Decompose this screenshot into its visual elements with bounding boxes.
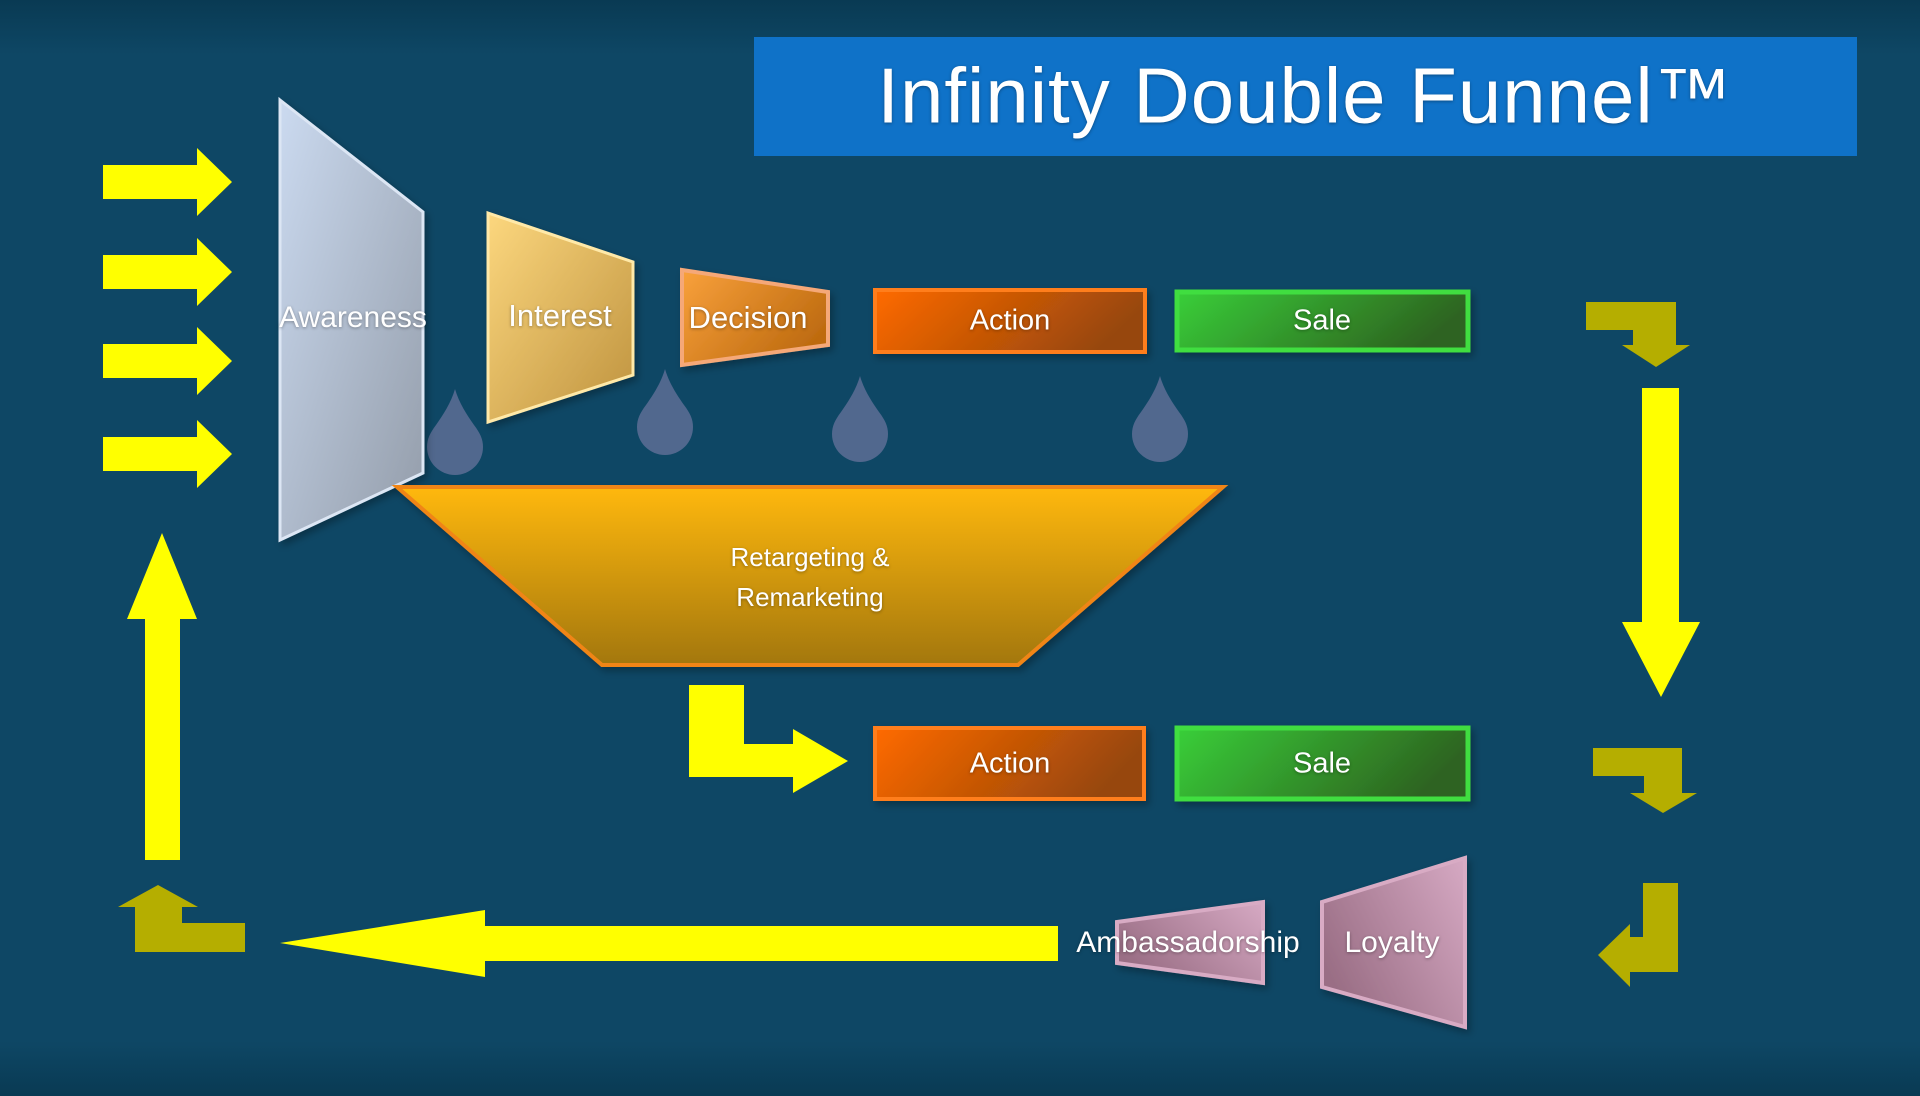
retarget-to-action-arrow-icon: [689, 685, 848, 793]
sale-stage-2-shape: [1174, 725, 1471, 802]
sale-stage-1-shape: [1174, 289, 1471, 353]
inbound-arrow-icon-1: [103, 148, 232, 216]
return-bend-up-arrow-icon-bottom-left: [118, 885, 245, 952]
ambassadorship-shape: [1115, 899, 1265, 986]
retargeting-shape: [391, 485, 1229, 667]
loop-bend-left-arrow-icon-bottom-right: [1598, 883, 1678, 987]
loop-down-arrow-icon-right: [1622, 388, 1700, 697]
inbound-arrow-icon-3: [103, 327, 232, 395]
awareness-shape: [278, 96, 425, 543]
decision-shape: [680, 267, 830, 368]
inbound-arrow-icon-2: [103, 238, 232, 306]
leak-droplet-icon-4: [1132, 376, 1188, 462]
interest-shape: [486, 210, 635, 425]
loyalty-shape: [1320, 855, 1467, 1030]
return-left-arrow-icon: [280, 910, 1058, 977]
return-up-arrow-icon-left: [127, 533, 197, 860]
action-stage-2-shape: [873, 726, 1146, 801]
loop-bend-down-arrow-icon-mid-right: [1593, 748, 1697, 813]
loop-bend-down-arrow-icon-top-right: [1586, 302, 1690, 367]
leak-droplets-group: [427, 369, 1188, 475]
inbound-arrows-group: [103, 148, 232, 488]
leak-droplet-icon-3: [832, 376, 888, 462]
title-banner: [754, 37, 1857, 156]
action-stage-1-shape: [873, 288, 1147, 354]
inbound-arrow-icon-4: [103, 420, 232, 488]
leak-droplet-icon-1: [427, 389, 483, 475]
leak-droplet-icon-2: [637, 369, 693, 455]
